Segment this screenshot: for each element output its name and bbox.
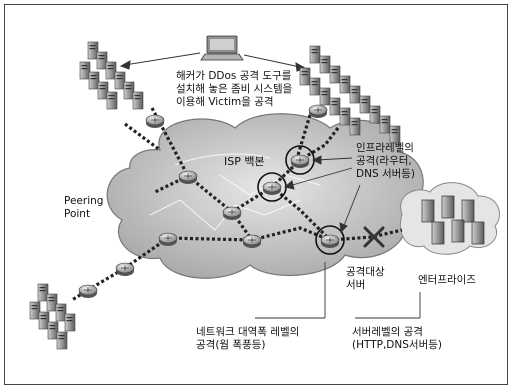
target-server-label: 공격대상 서버 [346, 266, 385, 291]
peering-point-label: Peering Point [64, 195, 104, 220]
isp-backbone-label: ISP 백본 [224, 155, 265, 168]
blocked-x-icon [363, 226, 385, 248]
enterprise-label: 엔터프라이즈 [418, 274, 476, 286]
enterprise-servers [421, 195, 485, 245]
laptop-icon [200, 35, 244, 61]
router-icon [320, 234, 340, 249]
hacker-note-label: 해커가 DDos 공격 도구를 설치해 놓은 좀비 시스템을 이용해 Victi… [176, 70, 293, 108]
enterprise-cloud [400, 182, 500, 255]
isp-backbone-cloud [106, 113, 424, 279]
router-icon [158, 232, 178, 247]
router-icon [145, 114, 165, 129]
router-icon [242, 234, 262, 249]
infra-label-arrows [284, 155, 361, 233]
server-attack-label: 서버레벨의 공격 (HTTP,DNS서버등) [352, 326, 442, 351]
network-attack-label: 네트워크 대역폭 레벨의 공격(웜 폭풍등) [196, 326, 300, 351]
diagram-frame [4, 4, 508, 385]
router-icon [115, 262, 135, 277]
router-icon [290, 154, 310, 169]
hacker-arrows [119, 52, 307, 72]
router-icon [262, 181, 282, 196]
router-icon [78, 284, 98, 299]
router-icon [308, 104, 328, 119]
infra-attack-label: 인프라레벨의 공격(라우터, DNS 서버등) [356, 142, 416, 180]
zombie-cluster-top-left [79, 41, 144, 110]
zombie-cluster-bottom-left [29, 283, 76, 350]
router-icon [178, 170, 198, 185]
label-pointers [255, 262, 421, 319]
router-icon [222, 206, 242, 221]
